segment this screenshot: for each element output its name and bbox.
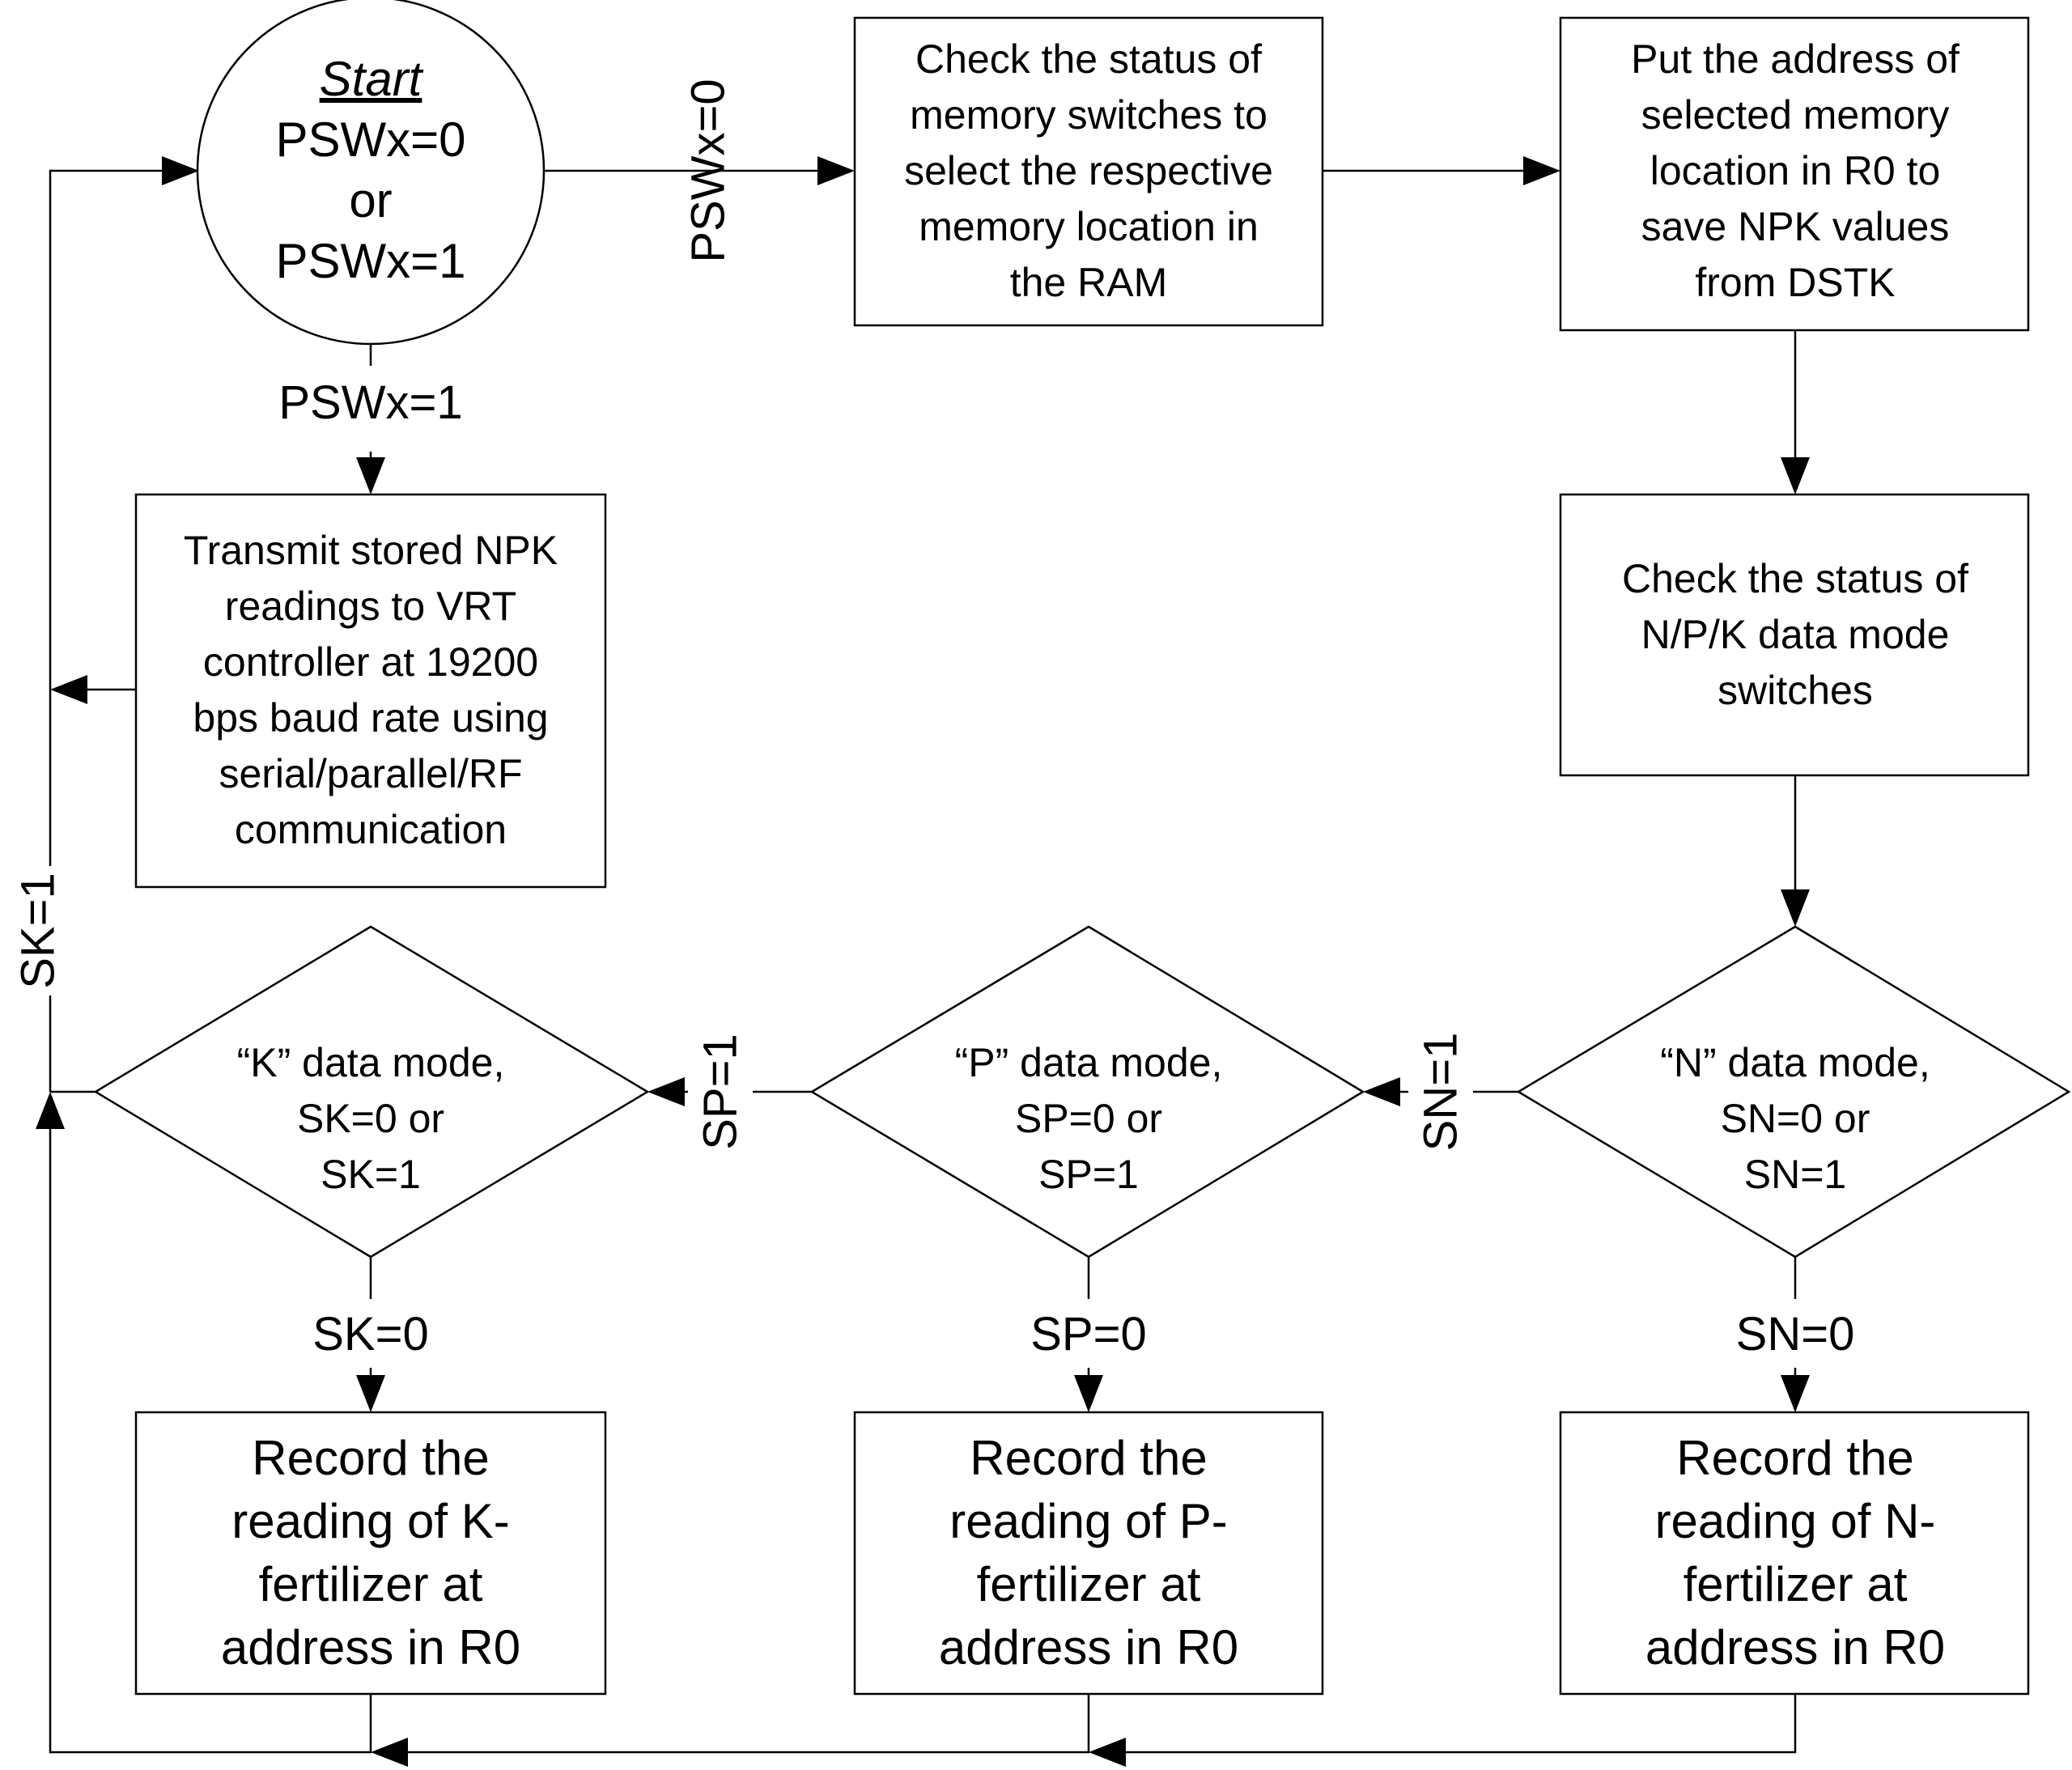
transmit-line-5: serial/parallel/RF (219, 751, 522, 796)
edge-labels: PSWx=0 PSWx=1 SK=1 SP=1 SN=1 SK=0 SP=0 S… (12, 79, 1855, 1360)
record-n-box (1559, 1411, 2030, 1696)
record-n-line-1: Record the (1676, 1431, 1914, 1485)
edge-label-sk1: SK=1 (12, 872, 65, 989)
node-start: Start PSWx=0 or PSWx=1 (196, 0, 546, 346)
p-mode-line-1: “P” data mode, (955, 1040, 1223, 1085)
arrowhead-start (162, 156, 199, 185)
record-n-line-2: reading of N- (1655, 1494, 1936, 1548)
k-mode-line-3: SK=1 (321, 1152, 421, 1197)
p-mode-diamond (809, 925, 1365, 1259)
k-mode-line-2: SK=0 or (297, 1096, 444, 1141)
p-mode-line-3: SP=1 (1038, 1152, 1139, 1197)
edge-label-sn1: SN=1 (1415, 1033, 1467, 1152)
transmit-line-1: Transmit stored NPK (184, 528, 558, 573)
arrowhead-record-p (1074, 1375, 1103, 1412)
arrowhead-bottom-k (371, 1738, 408, 1767)
arrowhead-bottom-p (1089, 1738, 1126, 1767)
node-p-mode: “P” data mode, SP=0 or SP=1 (809, 925, 1365, 1259)
arrowhead-transmit (356, 457, 385, 494)
record-n-line-4: address in R0 (1645, 1620, 1945, 1674)
record-k-line-4: address in R0 (221, 1620, 520, 1674)
arrowhead-k-mode (648, 1077, 685, 1106)
node-transmit: Transmit stored NPK readings to VRT cont… (134, 493, 607, 889)
record-k-line-2: reading of K- (231, 1494, 510, 1548)
check-memory-line-3: select the respective (904, 148, 1273, 193)
edge-record-k-down (49, 1121, 372, 1754)
node-check-npk: Check the status of N/P/K data mode swit… (1559, 493, 2030, 777)
start-line-3: PSWx=1 (275, 234, 465, 288)
put-address-box (1559, 16, 2030, 332)
arrowhead-p-mode (1363, 1077, 1400, 1106)
k-mode-line-1: “K” data mode, (237, 1040, 505, 1085)
record-p-line-1: Record the (970, 1431, 1208, 1485)
start-line-2: or (349, 173, 392, 227)
check-memory-line-4: memory location in (919, 204, 1259, 249)
arrowhead-loop-left (50, 675, 87, 704)
node-record-n: Record the reading of N- fertilizer at a… (1559, 1411, 2030, 1696)
record-p-line-2: reading of P- (949, 1494, 1228, 1548)
put-address-line-4: save NPK values (1641, 204, 1950, 249)
edges (36, 156, 1810, 1767)
put-address-line-5: from DSTK (1695, 260, 1895, 305)
edge-label-sn0: SN=0 (1736, 1308, 1855, 1360)
arrowhead-check-npk (1781, 457, 1810, 494)
k-mode-diamond (93, 925, 650, 1259)
arrowhead-n-mode (1781, 889, 1810, 927)
edge-record-n-down (1117, 1694, 1797, 1754)
put-address-line-1: Put the address of (1631, 36, 1959, 82)
transmit-line-4: bps baud rate using (193, 695, 548, 741)
n-mode-line-3: SN=1 (1744, 1152, 1846, 1197)
arrowhead-record-n (1781, 1375, 1810, 1412)
n-mode-line-1: “N” data mode, (1660, 1040, 1930, 1085)
node-k-mode: “K” data mode, SK=0 or SK=1 (93, 925, 650, 1259)
transmit-line-2: readings to VRT (225, 584, 516, 629)
edge-record-p-down (399, 1694, 1090, 1754)
n-mode-diamond (1516, 925, 2071, 1259)
transmit-line-3: controller at 19200 (203, 639, 538, 685)
start-label: Start (320, 52, 424, 106)
start-circle (196, 0, 546, 346)
node-check-memory: Check the status of memory switches to s… (853, 16, 1324, 327)
record-p-box (853, 1411, 1324, 1696)
check-memory-box (853, 16, 1324, 327)
check-npk-line-3: switches (1717, 668, 1873, 713)
edge-label-pswx0: PSWx=0 (682, 79, 735, 262)
check-memory-line-2: memory switches to (910, 92, 1267, 138)
record-k-line-3: fertilizer at (259, 1557, 483, 1611)
put-address-line-2: selected memory (1641, 92, 1950, 138)
p-mode-line-2: SP=0 or (1015, 1096, 1162, 1141)
edge-loop-left-vertical-mid (49, 169, 170, 866)
transmit-line-6: communication (235, 807, 507, 852)
record-k-line-1: Record the (252, 1431, 490, 1485)
n-mode-line-2: SN=0 or (1721, 1096, 1870, 1141)
node-put-address: Put the address of selected memory locat… (1559, 16, 2030, 332)
start-line-1: PSWx=0 (275, 112, 465, 167)
node-n-mode: “N” data mode, SN=0 or SN=1 (1516, 925, 2071, 1259)
record-k-box (134, 1411, 607, 1696)
put-address-line-3: location in R0 to (1650, 148, 1941, 193)
edge-label-sp1: SP=1 (694, 1034, 747, 1150)
record-n-line-3: fertilizer at (1684, 1557, 1908, 1611)
check-memory-line-5: the RAM (1010, 260, 1168, 305)
record-p-line-4: address in R0 (939, 1620, 1238, 1674)
edge-label-sk0: SK=0 (312, 1308, 429, 1360)
check-memory-line-1: Check the status of (915, 36, 1262, 82)
check-npk-line-1: Check the status of (1622, 556, 1968, 601)
arrowhead-loop-up (36, 1092, 65, 1129)
check-npk-box (1559, 493, 2030, 777)
record-p-line-3: fertilizer at (977, 1557, 1201, 1611)
edge-label-sp0: SP=0 (1030, 1308, 1147, 1360)
check-npk-line-2: N/P/K data mode (1641, 612, 1950, 657)
arrowhead-put-address (1523, 156, 1560, 185)
arrowhead-record-k (356, 1375, 385, 1412)
edge-label-pswx1: PSWx=1 (278, 376, 462, 429)
node-record-k: Record the reading of K- fertilizer at a… (134, 1411, 607, 1696)
node-record-p: Record the reading of P- fertilizer at a… (853, 1411, 1324, 1696)
transmit-box (134, 493, 607, 889)
arrowhead-check-memory (817, 156, 855, 185)
